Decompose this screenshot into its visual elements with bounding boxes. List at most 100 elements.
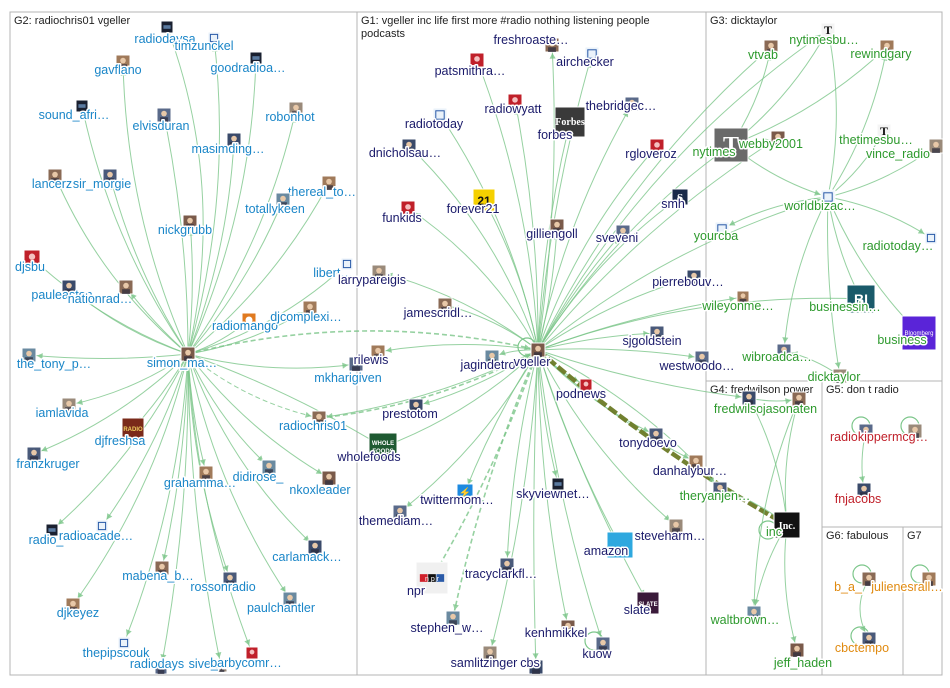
node-radiotoday2[interactable]: radiotoday…	[861, 231, 938, 255]
node-nickgrubb[interactable]: nickgrubb	[156, 214, 214, 239]
node-skyviewnet[interactable]: skyviewnet…	[515, 477, 591, 503]
node-radio_[interactable]: radio_	[27, 523, 66, 549]
node-dnicholsau[interactable]: dnicholsau…	[367, 138, 443, 162]
node-didirose_[interactable]: didirose_	[231, 459, 286, 486]
node-iamlavida[interactable]: iamlavida	[34, 397, 90, 422]
node-airchecker[interactable]: airchecker	[555, 46, 615, 71]
node-rilewis[interactable]: rilewis	[352, 344, 390, 369]
node-radiowyatt[interactable]: radiowyatt	[483, 93, 544, 118]
node-cbctempo[interactable]: cbctempo	[833, 631, 891, 657]
node-kippermcg[interactable]: kippermcg…	[856, 423, 930, 446]
node-freshroaste[interactable]: freshroaste…	[492, 32, 570, 53]
node-sound_afri[interactable]: sound_afri…	[37, 99, 111, 124]
node-fnjacobs[interactable]: fnjacobs	[833, 482, 883, 508]
node-djsbu[interactable]: djsbu	[14, 249, 46, 276]
node-stephen_w[interactable]: stephen_w…	[409, 610, 485, 637]
node-sive_n[interactable]: sive_n…	[187, 656, 239, 673]
node-samlitzinger[interactable]: samlitzinger	[449, 645, 519, 672]
node-robonhot[interactable]: robonhot	[264, 101, 317, 126]
node-pauleaston[interactable]: pauleaston	[30, 279, 94, 304]
node-radioacade[interactable]: radioacade…	[57, 519, 135, 545]
node-sir_morgie[interactable]: sir_morgie	[71, 168, 133, 193]
node-mabena_b[interactable]: mabena_b…	[121, 560, 195, 585]
node-worldbizac[interactable]: worldbizac…	[782, 189, 857, 215]
node-twittermom[interactable]: ⚡twittermom…	[419, 483, 495, 509]
node-waltbrown[interactable]: waltbrown…	[708, 605, 781, 629]
node-thetimesbu[interactable]: Tthetimesbu…	[838, 123, 914, 149]
node-goodradioa[interactable]: goodradioa…	[209, 51, 287, 77]
node-rossonradio[interactable]: rossonradio	[189, 571, 257, 596]
node-vtvab[interactable]: vtvab	[747, 39, 779, 64]
node-lancerz[interactable]: lancerz	[30, 168, 74, 193]
node-vgeller[interactable]: vgeller	[512, 342, 552, 371]
node-sjgoldstein[interactable]: sjgoldstein	[621, 325, 683, 350]
node-dicktaylor[interactable]: dicktaylor	[806, 368, 862, 386]
node-westwoodo[interactable]: westwoodo…	[657, 350, 736, 375]
node-thebridgec[interactable]: thebridgec…	[584, 96, 658, 115]
node-radiodaysa[interactable]: radiodaysa	[133, 20, 197, 48]
node-the_tony_p[interactable]: the_tony_p…	[15, 347, 93, 373]
node-jagindetro[interactable]: jagindetro	[458, 349, 517, 374]
node-funkids[interactable]: funkids	[381, 200, 423, 227]
node-rewindgary[interactable]: rewindgary	[849, 39, 914, 63]
node-webby2001[interactable]: webby2001	[737, 130, 805, 153]
node-wileyonme[interactable]: wileyonme…	[700, 290, 775, 315]
node-djcomplexi[interactable]: djcomplexi…	[269, 300, 343, 326]
node-gilliengoll[interactable]: gilliengoll	[525, 218, 579, 243]
node-libert[interactable]: libert…	[312, 257, 354, 282]
node-simon_ma[interactable]: simon_ma…	[145, 346, 219, 372]
node-thereal_to[interactable]: thereal_to…	[286, 175, 358, 201]
node-thepipscouk[interactable]: thepipscouk	[81, 636, 152, 662]
node-franzkruger[interactable]: franzkruger	[15, 446, 81, 473]
node-prestotom[interactable]: prestotom	[381, 398, 439, 423]
node-radiochris01[interactable]: radiochris01	[277, 410, 349, 435]
node-jeff_haden[interactable]: jeff_haden	[771, 642, 834, 672]
node-radior[interactable]: radior	[829, 423, 874, 446]
node-wibroadca[interactable]: wibroadca…	[740, 343, 813, 366]
node-nationrad[interactable]: nationrad…	[66, 279, 134, 308]
node-elvisduran[interactable]: elvisduran	[131, 107, 191, 135]
node-themediam[interactable]: themediam…	[357, 504, 435, 530]
node-podnews[interactable]: podnews	[554, 378, 608, 403]
node-barbycomr[interactable]: barbycomr…	[209, 646, 283, 672]
node-patsmithra[interactable]: patsmithra…	[433, 52, 507, 80]
node-danhalybur[interactable]: danhalybur…	[651, 454, 729, 480]
node-sveveni[interactable]: sveveni	[594, 224, 640, 247]
node-jasonaten[interactable]: jasonaten	[760, 391, 819, 418]
node-totallykeen[interactable]: totallykeen	[244, 192, 306, 218]
node-carlamack[interactable]: carlamack…	[271, 539, 343, 566]
node-gavflano[interactable]: gavflano	[93, 54, 143, 79]
node-theryanjen[interactable]: theryanjen…	[678, 481, 752, 505]
node-jamescridl[interactable]: jamescridl…	[401, 297, 474, 322]
node-radiomango[interactable]: radiomango	[210, 312, 280, 335]
node-b_a_[interactable]: b_a_	[833, 571, 877, 596]
node-mkharigiven[interactable]: mkharigiven	[313, 356, 383, 387]
node-tracyclarkfl[interactable]: tracyclarkfl…	[463, 557, 539, 583]
node-radiotoday[interactable]: radiotoday	[403, 107, 465, 133]
node-amazon[interactable]: amazon	[582, 531, 634, 560]
node-yourcba[interactable]: yourcba	[692, 221, 740, 245]
node-julienesrall[interactable]: julienesrall…	[869, 571, 944, 596]
node-tonydoevo[interactable]: tonydoevo	[618, 427, 678, 452]
node-businessin[interactable]: BIbusinessin…	[808, 284, 882, 316]
node-inc[interactable]: Inc.inc	[765, 511, 801, 541]
node-larrypareigis[interactable]: larrypareigis	[336, 264, 408, 289]
node-kuow[interactable]: kuow	[581, 636, 614, 663]
node-timzunckel[interactable]: timzunckel	[173, 31, 235, 55]
node-grahamma[interactable]: grahamma…	[162, 465, 238, 492]
node-fredwilson[interactable]: fredwilson	[712, 390, 772, 418]
node-masimding[interactable]: masimding…	[190, 132, 266, 158]
node-rgloveroz[interactable]: rgloveroz	[624, 138, 678, 163]
node-nkoxleader[interactable]: nkoxleader	[288, 470, 352, 499]
node-radiodays[interactable]: radiodays	[128, 656, 186, 675]
node-paulchantler[interactable]: paulchantler	[245, 591, 317, 617]
